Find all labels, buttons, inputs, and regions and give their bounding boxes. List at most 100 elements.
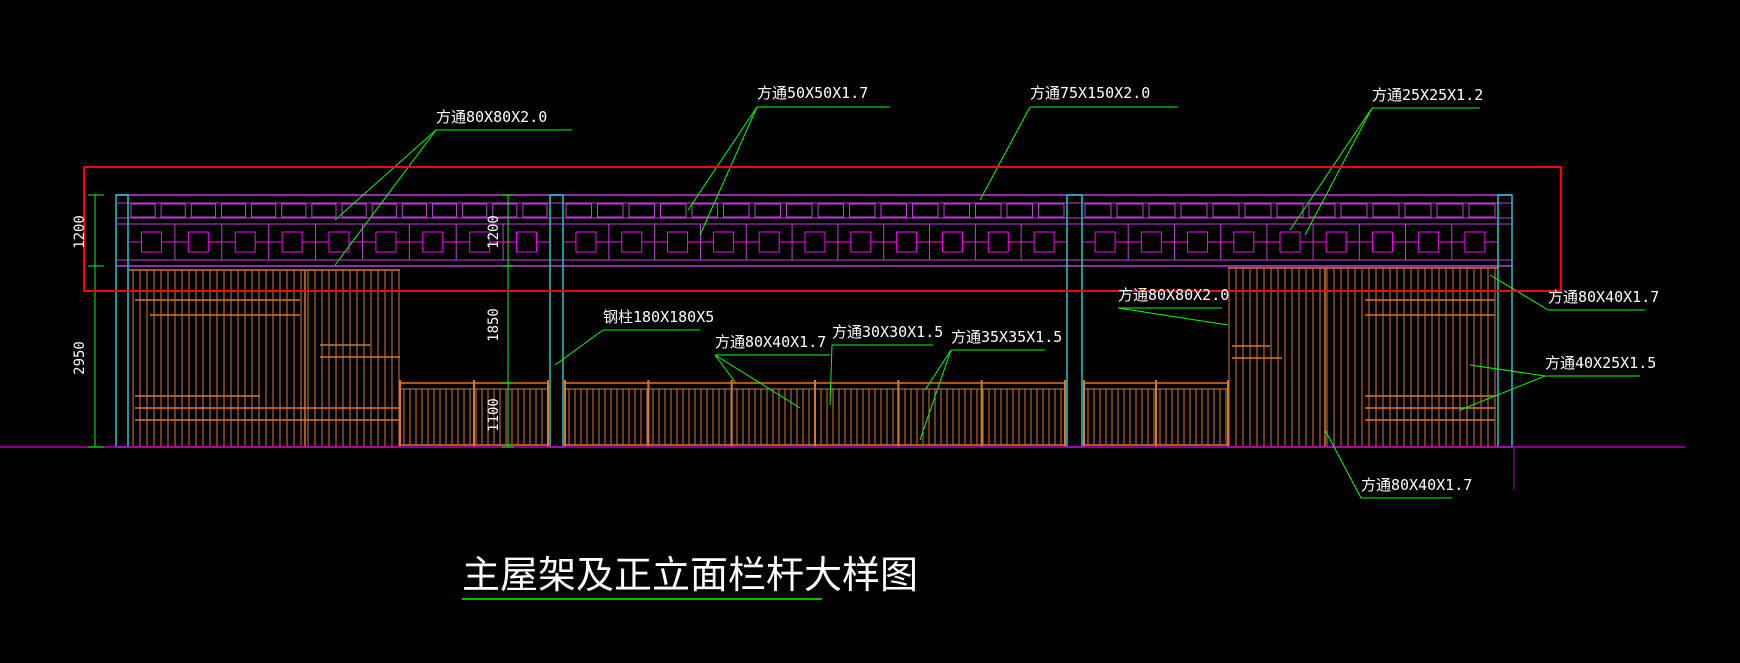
lattice-square bbox=[804, 231, 826, 253]
lattice-upper-cell bbox=[220, 203, 247, 218]
lattice-upper-cell bbox=[492, 203, 518, 218]
drawing-title: 主屋架及正立面栏杆大样图 bbox=[462, 553, 918, 597]
leader-pointer bbox=[1459, 375, 1546, 411]
lattice-upper-cell bbox=[1006, 203, 1033, 218]
lattice-upper-cell bbox=[401, 203, 427, 218]
leader-pointer bbox=[699, 106, 758, 236]
lattice-upper-cell bbox=[786, 203, 813, 218]
lattice-square bbox=[667, 231, 689, 253]
lattice-upper-cell bbox=[1084, 203, 1112, 218]
lattice-square bbox=[1033, 231, 1055, 253]
lattice-upper-cell bbox=[311, 203, 337, 218]
lattice-upper-cell bbox=[849, 203, 876, 218]
leader-pointer bbox=[1324, 429, 1362, 499]
dimension-lines bbox=[88, 194, 514, 448]
lattice-upper-cell bbox=[1180, 203, 1208, 218]
lattice-upper-cell bbox=[1468, 203, 1496, 218]
leader-pointer bbox=[1469, 364, 1546, 377]
lattice-square bbox=[850, 231, 872, 253]
steel-column bbox=[115, 194, 129, 448]
leader-pointer bbox=[334, 129, 437, 266]
lattice-upper-cell bbox=[817, 203, 844, 218]
lattice-square bbox=[516, 231, 538, 253]
lattice-upper-cell bbox=[691, 203, 718, 218]
roof-lattice bbox=[116, 194, 1512, 267]
lattice-upper-cell bbox=[975, 203, 1002, 218]
leader-pointer bbox=[687, 106, 758, 211]
lattice-square bbox=[1094, 231, 1116, 253]
lattice-square bbox=[1464, 231, 1486, 253]
leader-pointer bbox=[979, 106, 1031, 201]
lattice-upper-cell bbox=[251, 203, 277, 218]
structure-lines bbox=[0, 446, 1685, 490]
lattice-upper-cell bbox=[880, 203, 907, 218]
lattice-upper-cell bbox=[660, 203, 687, 218]
label-75x150: 方通75X150X2.0 bbox=[1030, 84, 1150, 102]
label-steel-column: 钢柱180X180X5 bbox=[603, 308, 714, 326]
lattice-upper-cell bbox=[431, 203, 458, 218]
label-35x35: 方通35X35X1.5 bbox=[951, 328, 1062, 346]
lattice-upper-cell bbox=[565, 203, 592, 218]
label-30x30: 方通30X30X1.5 bbox=[832, 323, 943, 341]
leader-pointer bbox=[924, 349, 952, 391]
label-25x25: 方通25X25X1.2 bbox=[1372, 86, 1483, 104]
lattice-square bbox=[422, 231, 444, 253]
lattice-square bbox=[1279, 231, 1301, 253]
dim-text-1200-left: 1200 bbox=[72, 215, 88, 249]
lattice-upper-cell bbox=[754, 203, 781, 218]
leader-pointer bbox=[1289, 107, 1373, 231]
dim-text-1850: 1850 bbox=[486, 308, 502, 342]
label-40x25: 方通40X25X1.5 bbox=[1545, 354, 1656, 372]
lattice-upper-cell bbox=[341, 203, 367, 218]
lattice-upper-cell bbox=[371, 203, 397, 218]
lattice-upper-cell bbox=[628, 203, 655, 218]
leader-pointer bbox=[554, 329, 604, 366]
lattice-upper-cell bbox=[1276, 203, 1304, 218]
lattice-upper-cell bbox=[1308, 203, 1336, 218]
leader-pointer bbox=[919, 349, 952, 441]
dim-text-1200-inner: 1200 bbox=[486, 215, 502, 249]
lattice-square bbox=[140, 231, 162, 253]
lattice-upper-cell bbox=[1212, 203, 1240, 218]
lattice-square bbox=[712, 231, 734, 253]
lattice-upper-cell bbox=[1340, 203, 1368, 218]
dim-text-2950: 2950 bbox=[72, 341, 88, 375]
lattice-square bbox=[1233, 231, 1255, 253]
lattice-upper-cell bbox=[597, 203, 624, 218]
leader-pointer bbox=[334, 129, 437, 221]
lattice-upper-cell bbox=[130, 203, 156, 218]
lattice-square bbox=[1325, 231, 1347, 253]
lattice-square bbox=[987, 231, 1009, 253]
lattice-upper-cell bbox=[723, 203, 750, 218]
lattice-square bbox=[1371, 231, 1393, 253]
lattice-square bbox=[375, 231, 397, 253]
steel-column bbox=[549, 194, 564, 448]
label-80x40-mid: 方通80X40X1.7 bbox=[715, 333, 826, 351]
label-50x50: 方通50X50X1.7 bbox=[757, 84, 868, 102]
label-80x40-bottom: 方通80X40X1.7 bbox=[1361, 476, 1472, 494]
steel-column bbox=[1066, 194, 1083, 448]
leader-pointer bbox=[829, 344, 833, 406]
lattice-square bbox=[1140, 231, 1162, 253]
label-80x80-top: 方通80X80X2.0 bbox=[436, 108, 547, 126]
leader-pointer bbox=[714, 354, 801, 409]
lattice-square bbox=[941, 231, 963, 253]
leader-pointer bbox=[1304, 107, 1373, 236]
leader-lines bbox=[334, 106, 1645, 499]
leader-pointer bbox=[714, 354, 736, 383]
lattice-upper-cell bbox=[1404, 203, 1432, 218]
lattice-square bbox=[234, 231, 256, 253]
lattice-square bbox=[896, 231, 918, 253]
lattice-square bbox=[758, 231, 780, 253]
selection-frame[interactable] bbox=[83, 166, 1562, 292]
steel-column bbox=[1497, 194, 1513, 448]
lattice-upper-cell bbox=[160, 203, 186, 218]
lattice-upper-cell bbox=[1372, 203, 1400, 218]
lattice-upper-cell bbox=[462, 203, 488, 218]
leader-pointer bbox=[1489, 274, 1549, 311]
lattice-upper-cell bbox=[1244, 203, 1272, 218]
lattice-upper-cell bbox=[281, 203, 307, 218]
lattice-upper-cell bbox=[1116, 203, 1144, 218]
